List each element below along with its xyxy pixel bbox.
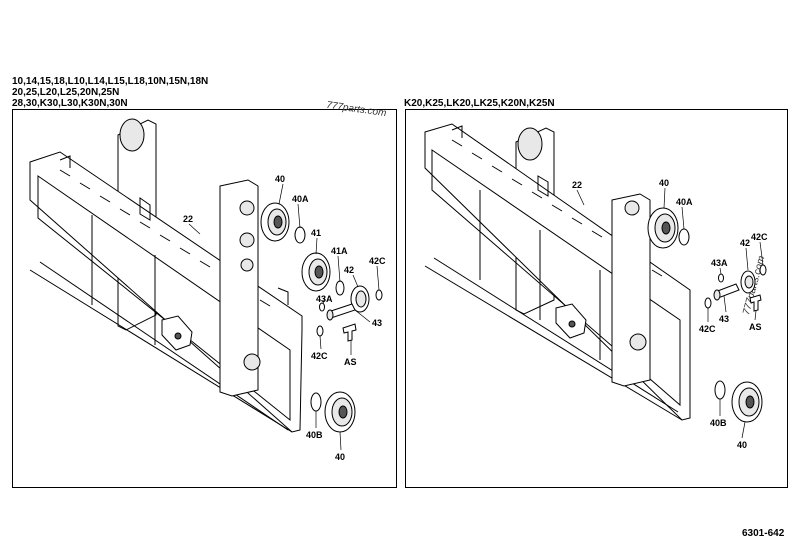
label-42-left: 42 [344,265,354,275]
label-43A-left: 43A [316,294,333,304]
right-bearing-42 [740,270,756,294]
label-22-left: 22 [183,214,193,224]
right-ring-42C-top [759,264,767,276]
left-bearing-41 [301,252,331,292]
right-leader-lines [576,187,764,439]
label-42C-bottom-right: 42C [699,324,716,334]
right-washer-40B [714,380,726,400]
label-43-left: 43 [372,318,382,328]
label-40B-right: 40B [710,418,727,428]
right-bearing-40-bottom [731,381,763,423]
left-bearing-42 [350,285,370,313]
left-bearing-40 [260,202,290,242]
right-washer-40A [678,228,690,246]
right-ring-43A [718,273,724,283]
label-41A-left: 41A [331,246,348,256]
label-40-left: 40 [275,174,285,184]
label-43A-right: 43A [711,258,728,268]
model-line-1: 10,14,15,18,L10,L14,L15,L18,10N,15N,18N [12,76,209,87]
left-ring-42C-top [375,289,383,301]
label-AS-right: AS [749,322,762,332]
left-pin-43 [326,303,356,321]
label-22-right: 22 [572,180,582,190]
left-washer-40B [310,392,322,412]
label-AS-left: AS [344,357,357,367]
document-id: 6301-642 [742,528,785,539]
right-pin-43 [713,283,740,301]
left-leader-lines [188,183,380,451]
left-washer-40A [294,226,306,244]
right-diagram-panel [405,109,788,488]
label-42-right: 42 [740,238,750,248]
left-carriage-assembly [29,118,303,433]
label-40A-right: 40A [676,197,693,207]
left-diagram-panel [12,109,397,488]
model-list-right: K20,K25,LK20,LK25,K20N,K25N [404,98,555,109]
left-washer-41A [335,280,345,296]
left-bolt-AS [342,323,357,342]
right-ring-42C-bottom [704,297,712,309]
right-bearing-40 [647,207,679,249]
label-42C-bottom-left: 42C [311,351,328,361]
label-43-right: 43 [719,314,729,324]
right-bolt-AS [749,294,762,312]
label-40-bottom-right: 40 [737,440,747,450]
label-42C-top-right: 42C [751,232,768,242]
label-42C-top-left: 42C [369,256,386,266]
label-40B-left: 40B [306,430,323,440]
model-list-left: 10,14,15,18,L10,L14,L15,L18,10N,15N,18N … [12,76,208,109]
label-41-left: 41 [311,228,321,238]
label-40-bottom-left: 40 [335,452,345,462]
left-ring-43A [319,302,325,312]
left-ring-42C-bottom [316,325,324,337]
model-line-3: 28,30,K30,L30,K30N,30N [12,98,128,109]
left-bearing-40-bottom [324,391,356,433]
model-line-2: 20,25,L20,L25,20N,25N [12,87,120,98]
label-40-right: 40 [659,178,669,188]
right-carriage-assembly [424,123,691,421]
label-40A-left: 40A [292,194,309,204]
